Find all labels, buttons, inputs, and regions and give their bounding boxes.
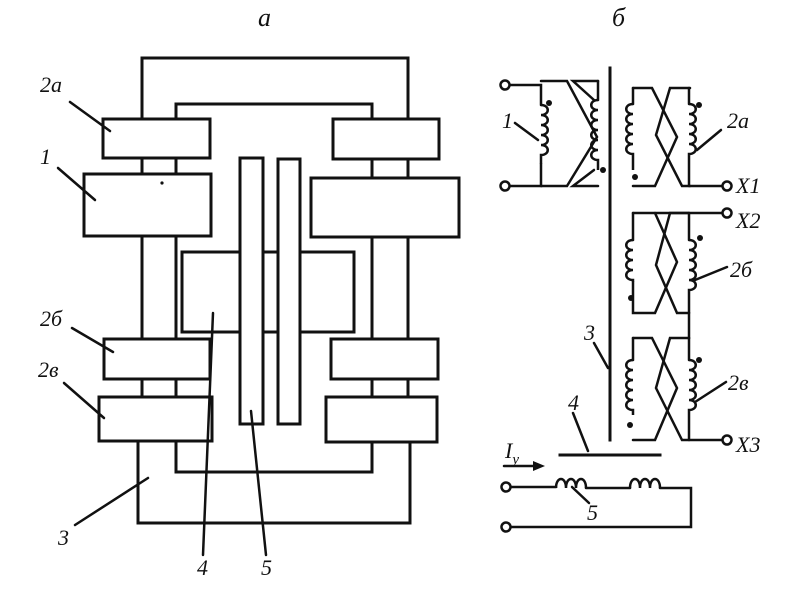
polarity-dot	[632, 174, 638, 180]
winding-2b	[625, 207, 733, 340]
label-4: 4	[197, 555, 208, 580]
leader-lines-b	[513, 121, 729, 505]
coil-1-left	[82, 172, 213, 238]
label-x2: X2	[735, 208, 760, 233]
label-b-4: 4	[568, 390, 579, 415]
label-b-1: 1	[502, 108, 513, 133]
inner-core-frame	[174, 102, 374, 474]
label-b-3: 3	[583, 320, 595, 345]
label-2b: 2б	[40, 306, 63, 331]
label-control-current: Iу	[504, 438, 519, 468]
coil-2v-right	[324, 395, 439, 444]
label-x1: X1	[735, 173, 760, 198]
winding-2v	[625, 336, 733, 446]
terminal-x3	[721, 434, 733, 446]
coil-2v-left	[97, 395, 214, 443]
polarity-dot	[627, 422, 633, 428]
coil-2b-left	[102, 337, 212, 381]
label-3: 3	[57, 525, 69, 550]
mark-dot	[160, 181, 164, 185]
coil-2b-right	[329, 337, 440, 381]
leader-lines-a	[56, 100, 268, 557]
control-current-arrow	[502, 461, 545, 471]
coil-2a-left	[101, 117, 212, 160]
polarity-dot	[546, 100, 552, 106]
label-2v: 2в	[38, 357, 59, 382]
panel-b-title: б	[612, 3, 626, 32]
polarity-dot	[696, 357, 702, 363]
bar-part-5-right	[276, 157, 302, 426]
polarity-dot	[600, 167, 606, 173]
panel-a-title: а	[258, 3, 271, 32]
label-x3: X3	[735, 432, 760, 457]
label-b-2v: 2в	[728, 370, 749, 395]
outer-core-frame	[136, 56, 412, 525]
label-b-5: 5	[587, 500, 598, 525]
label-b-2a: 2а	[727, 108, 749, 133]
polarity-dot	[697, 235, 703, 241]
winding-2a	[625, 86, 733, 192]
label-2a: 2а	[40, 72, 62, 97]
current-subscript: у	[510, 452, 519, 468]
terminal-x1	[721, 180, 733, 192]
panel-a: а	[38, 3, 461, 580]
panel-b: б	[499, 3, 760, 533]
control-winding-5	[500, 477, 693, 533]
label-b-2b: 2б	[730, 257, 753, 282]
coil-1-right	[309, 176, 461, 239]
central-window-part-4	[180, 250, 356, 334]
polarity-dot	[696, 102, 702, 108]
bar-part-5-left	[238, 156, 265, 426]
terminal-x2	[721, 207, 733, 219]
input-terminals	[499, 79, 543, 192]
label-1: 1	[40, 144, 51, 169]
label-5: 5	[261, 555, 272, 580]
coil-2a-right	[331, 117, 441, 161]
current-symbol: I	[504, 438, 514, 463]
winding-1	[539, 79, 606, 188]
